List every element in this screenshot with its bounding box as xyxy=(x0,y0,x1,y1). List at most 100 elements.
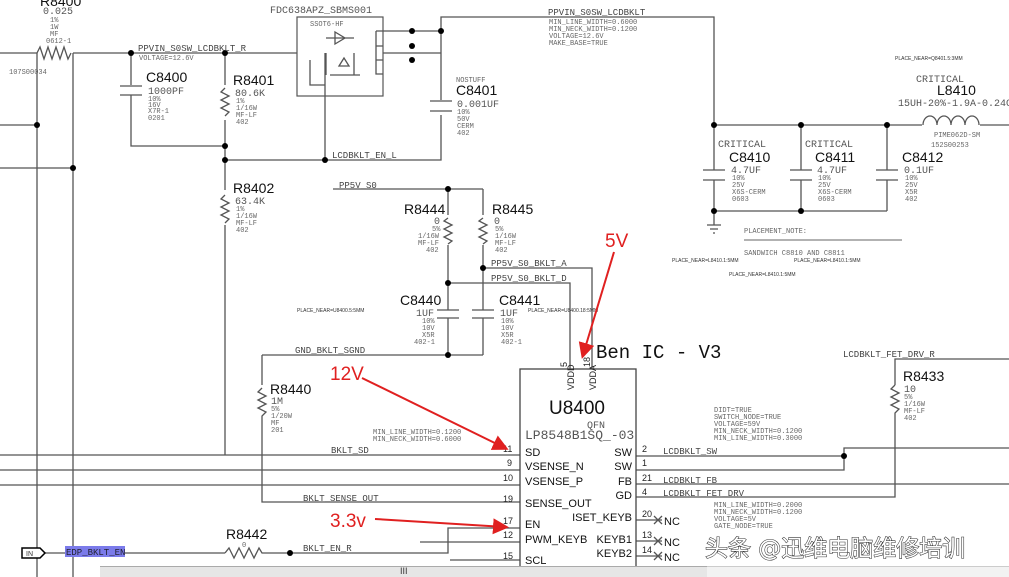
horizontal-scrollbar[interactable]: III xyxy=(100,566,707,577)
svg-text:13: 13 xyxy=(642,530,652,540)
svg-text:10V: 10V xyxy=(501,325,514,333)
svg-text:SCL: SCL xyxy=(525,555,546,567)
svg-text:MF-LF: MF-LF xyxy=(236,220,257,228)
svg-text:C8441: C8441 xyxy=(499,292,540,308)
svg-text:CRITICAL: CRITICAL xyxy=(718,140,766,151)
capacitor-c8412[interactable]: C8412 0.1UF 10% 25V X5R 402 xyxy=(876,149,943,204)
svg-text:X6S-CERM: X6S-CERM xyxy=(732,189,766,197)
svg-text:BKLT_SENSE_OUT: BKLT_SENSE_OUT xyxy=(303,494,379,504)
capacitor-symbol-icon xyxy=(430,100,452,112)
svg-text:PLACE_NEAR=L8410.1:5MM: PLACE_NEAR=L8410.1:5MM xyxy=(794,258,861,264)
svg-text:CRITICAL: CRITICAL xyxy=(805,140,853,151)
svg-text:5%: 5% xyxy=(495,226,504,234)
svg-text:1UF: 1UF xyxy=(416,309,434,320)
svg-text:10%: 10% xyxy=(422,318,435,326)
resistor-r8445[interactable]: R8445 0 5% 1/16W MF-LF 402 xyxy=(477,201,533,255)
svg-text:1/16W: 1/16W xyxy=(418,233,440,241)
resistor-r8440[interactable]: R8440 1M 5% 1/20W MF 201 xyxy=(256,381,311,435)
svg-text:KEYB2: KEYB2 xyxy=(597,548,632,560)
resistor-r8433[interactable]: R8433 10 5% 1/16W MF-LF 402 xyxy=(889,368,944,425)
svg-text:C8400: C8400 xyxy=(146,69,187,85)
capacitor-c8410[interactable]: CRITICAL C8410 4.7UF 10% 25V X6S-CERM 06… xyxy=(703,140,770,204)
input-port-edp-bklt-en[interactable]: IN EDP_BKLT_EN xyxy=(21,546,125,559)
svg-text:MIN_LINE_WIDTH=0.6000: MIN_LINE_WIDTH=0.6000 xyxy=(549,19,637,27)
svg-text:C8440: C8440 xyxy=(400,292,441,308)
svg-text:MF: MF xyxy=(271,420,279,428)
svg-text:MF: MF xyxy=(50,31,58,39)
svg-text:1/16W: 1/16W xyxy=(495,233,517,241)
svg-text:EDP_BKLT_EN: EDP_BKLT_EN xyxy=(66,548,125,558)
svg-text:12V: 12V xyxy=(330,364,364,385)
svg-text:402: 402 xyxy=(236,119,249,127)
svg-text:17: 17 xyxy=(503,516,513,526)
capacitor-c8401[interactable]: NOSTUFF C8401 0.001UF 10% 50V CERM 402 xyxy=(430,77,499,138)
svg-text:ISET_KEYB: ISET_KEYB xyxy=(572,512,632,524)
svg-text:PIME062D-SM: PIME062D-SM xyxy=(934,132,980,140)
port-arrow-icon xyxy=(21,547,47,559)
svg-text:PP5V_S0: PP5V_S0 xyxy=(339,181,377,191)
ic-u8400[interactable]: Ben IC - V3 U8400 QFN LP8548B1SQ_-03 5 1… xyxy=(503,342,721,577)
svg-text:19: 19 xyxy=(503,494,513,504)
capacitor-c8400[interactable]: C8400 1000PF 10% 16V X7R-1 0201 xyxy=(120,69,187,123)
capacitor-symbol-icon xyxy=(876,169,898,181)
resistor-symbol-icon xyxy=(219,194,231,224)
svg-text:NC: NC xyxy=(664,516,680,528)
svg-text:152S00253: 152S00253 xyxy=(931,142,969,150)
scrollbar-grip[interactable]: III xyxy=(400,566,408,576)
svg-text:DIDT=TRUE: DIDT=TRUE xyxy=(714,407,752,415)
svg-text:LCDBKLT_EN_L: LCDBKLT_EN_L xyxy=(332,151,397,161)
capacitor-c8411[interactable]: CRITICAL C8411 4.7UF 10% 25V X6S-CERM 06… xyxy=(790,140,855,204)
resistor-r8402[interactable]: R8402 63.4K 1% 1/16W MF-LF 402 xyxy=(219,180,274,235)
svg-text:9: 9 xyxy=(507,458,512,468)
svg-text:LCDBKLT_SW: LCDBKLT_SW xyxy=(663,447,718,457)
svg-text:C8412: C8412 xyxy=(902,149,943,165)
inductor-symbol-icon xyxy=(922,115,980,126)
svg-text:Ben IC - V3: Ben IC - V3 xyxy=(596,342,721,364)
svg-text:LCDBKLT_FET_DRV_R: LCDBKLT_FET_DRV_R xyxy=(843,350,935,360)
svg-text:14: 14 xyxy=(642,545,652,555)
svg-text:80.6K: 80.6K xyxy=(235,89,265,100)
svg-text:5%: 5% xyxy=(904,394,913,402)
svg-text:1: 1 xyxy=(642,458,647,468)
svg-text:PP5V_S0_BKLT_D: PP5V_S0_BKLT_D xyxy=(491,274,567,284)
inductor-l8410[interactable]: CRITICAL L8410 15UH-20%-1.9A-0.24OHM PIM… xyxy=(898,75,1009,150)
svg-text:402-1: 402-1 xyxy=(414,339,435,347)
resistor-r8401[interactable]: R8401 80.6K 1% 1/16W MF-LF 402 xyxy=(219,72,274,127)
resistor-r8442[interactable]: R8442 0 xyxy=(224,526,267,560)
svg-text:SANDWICH C8810 AND C8811: SANDWICH C8810 AND C8811 xyxy=(744,250,845,258)
svg-text:5V: 5V xyxy=(605,231,629,252)
svg-text:MIN_LINE_WIDTH=0.2000: MIN_LINE_WIDTH=0.2000 xyxy=(714,502,802,510)
capacitor-c8441[interactable]: C8441 1UF 10% 10V X5R 402-1 xyxy=(472,292,540,347)
svg-text:SW: SW xyxy=(614,447,632,459)
svg-text:SSOT6-HF: SSOT6-HF xyxy=(310,21,344,29)
svg-text:MIN_LINE_WIDTH=0.3000: MIN_LINE_WIDTH=0.3000 xyxy=(714,435,802,443)
svg-text:VSENSE_P: VSENSE_P xyxy=(525,476,583,488)
svg-text:20: 20 xyxy=(642,509,652,519)
resistor-r8400[interactable]: R8400 0.025 1% 1W MF 0612-1 107S00034 xyxy=(9,0,81,77)
scrollbar-track[interactable] xyxy=(707,566,1009,577)
resistor-r8444[interactable]: R8444 0 5% 1/16W MF-LF 402 xyxy=(404,201,454,255)
svg-text:VOLTAGE=5V: VOLTAGE=5V xyxy=(714,516,757,524)
mosfet-q8401[interactable]: FDC638APZ_SBMS001 SSOT6-HF xyxy=(270,6,384,97)
capacitor-symbol-icon xyxy=(703,169,725,181)
svg-text:1%: 1% xyxy=(236,206,245,214)
svg-text:FDC638APZ_SBMS001: FDC638APZ_SBMS001 xyxy=(270,6,372,17)
capacitor-symbol-icon xyxy=(120,85,142,96)
capacitor-c8440[interactable]: C8440 1UF 10% 10V X5R 402-1 xyxy=(400,292,459,347)
svg-text:1%: 1% xyxy=(50,17,59,25)
svg-text:11: 11 xyxy=(503,444,512,454)
svg-text:1%: 1% xyxy=(236,98,245,106)
svg-text:R8440: R8440 xyxy=(270,381,311,397)
svg-text:SW: SW xyxy=(614,461,632,473)
svg-text:402: 402 xyxy=(905,196,918,204)
svg-text:MIN_NECK_WIDTH=0.1200: MIN_NECK_WIDTH=0.1200 xyxy=(714,428,802,436)
svg-text:PLACE_NEAR=L8410.1:5MM: PLACE_NEAR=L8410.1:5MM xyxy=(672,258,739,264)
watermark: 头条 @迅维电脑维修培训 xyxy=(705,536,965,562)
svg-text:50V: 50V xyxy=(457,116,470,124)
svg-text:5%: 5% xyxy=(271,406,280,414)
svg-text:MF-LF: MF-LF xyxy=(236,112,257,120)
svg-text:C8410: C8410 xyxy=(729,149,770,165)
